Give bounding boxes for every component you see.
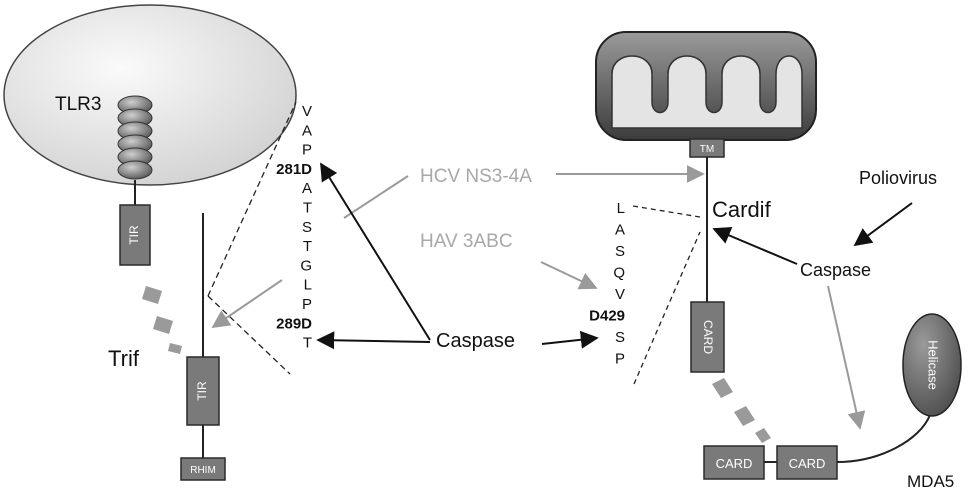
trif-sequence-residue: S — [302, 219, 312, 236]
hcv-ns3-4a-label: HCV NS3-4A — [420, 166, 532, 187]
tlr3-receptor — [117, 95, 153, 205]
zoom-line-lower — [207, 295, 291, 375]
cardif-sequence-residue: S — [615, 329, 625, 346]
mda5-card-1-label: CARD — [716, 456, 753, 471]
cardif-sequence-residue: Q — [613, 265, 625, 282]
caspase-right-label: Caspase — [800, 260, 871, 280]
cardif-zoom-lower — [633, 231, 701, 385]
trif-sequence-residue: T — [303, 200, 312, 217]
trif-sequence-residue: L — [304, 277, 312, 294]
trif-sequence-residue: T — [303, 335, 312, 352]
trif-sequence-residue: 281D — [276, 161, 312, 178]
trif-sequence-residue: P — [302, 142, 312, 159]
trif-sequence-residue: P — [302, 296, 312, 313]
hav-3abc-label: HAV 3ABC — [420, 231, 513, 252]
trif-sequence-residue: A — [302, 122, 312, 139]
card-domain-vertical — [690, 301, 725, 373]
card-interaction-dashes — [712, 378, 771, 443]
trif-label: Trif — [108, 346, 140, 371]
tlr3-label: TLR3 — [55, 94, 101, 115]
caspase-to-mda5-arrow — [827, 285, 866, 430]
cardif-sequence-residue: D429 — [589, 308, 625, 325]
caspase-to-289d-arrow — [316, 331, 431, 350]
trif-sequence-residue: G — [300, 257, 312, 274]
tm-label: TM — [700, 144, 714, 155]
helicase-domain — [902, 313, 962, 417]
mda5-linker — [836, 414, 931, 463]
caspase-to-d429-arrow — [541, 330, 599, 349]
hav-to-sequence-arrow — [540, 261, 598, 290]
mda5-card-2-label: CARD — [789, 456, 826, 471]
gray-arrow-to-trif — [211, 279, 283, 329]
mda5-label: MDA5 — [907, 472, 954, 491]
cardif-zoom-upper — [632, 205, 701, 218]
trif-sequence-residue: 289D — [276, 315, 312, 332]
card-vertical-label: CARD — [701, 320, 715, 354]
cardif-label: Cardif — [712, 197, 772, 222]
cardif-sequence-residue: S — [615, 243, 625, 260]
tir-top-label: TIR — [127, 225, 141, 245]
poliovirus-to-caspase-arrow — [853, 202, 913, 247]
tir-domain-top — [119, 204, 151, 266]
cell-membrane — [3, 4, 297, 186]
caspase-to-281d-arrow — [320, 162, 431, 341]
tir-interaction-dashes — [142, 286, 182, 354]
mda5-card-1 — [703, 445, 765, 480]
trif-sequence-residue: V — [302, 103, 312, 120]
cardif-sequence-residue: V — [615, 286, 625, 303]
trif-sequence-residue: A — [302, 180, 312, 197]
rhim-label: RHIM — [190, 465, 216, 476]
zoom-line-upper — [207, 101, 297, 297]
tir-domain-bottom — [186, 356, 220, 426]
mda5-card-2 — [776, 445, 838, 480]
cardif-sequence-residue: A — [615, 222, 625, 239]
poliovirus-label: Poliovirus — [859, 168, 937, 188]
trif-sequence-residue: T — [303, 238, 312, 255]
cardif-sequence-residue: P — [615, 351, 625, 368]
hcv-to-trif-line — [343, 175, 409, 219]
caspase-to-cardif-arrow — [712, 227, 798, 265]
caspase-center-label: Caspase — [436, 330, 515, 352]
cardif-sequence-residue: L — [617, 200, 625, 217]
tir-bottom-label: TIR — [195, 381, 209, 401]
helicase-label: Helicase — [926, 340, 941, 390]
mitochondrion — [595, 31, 817, 141]
rhim-domain — [180, 457, 226, 481]
